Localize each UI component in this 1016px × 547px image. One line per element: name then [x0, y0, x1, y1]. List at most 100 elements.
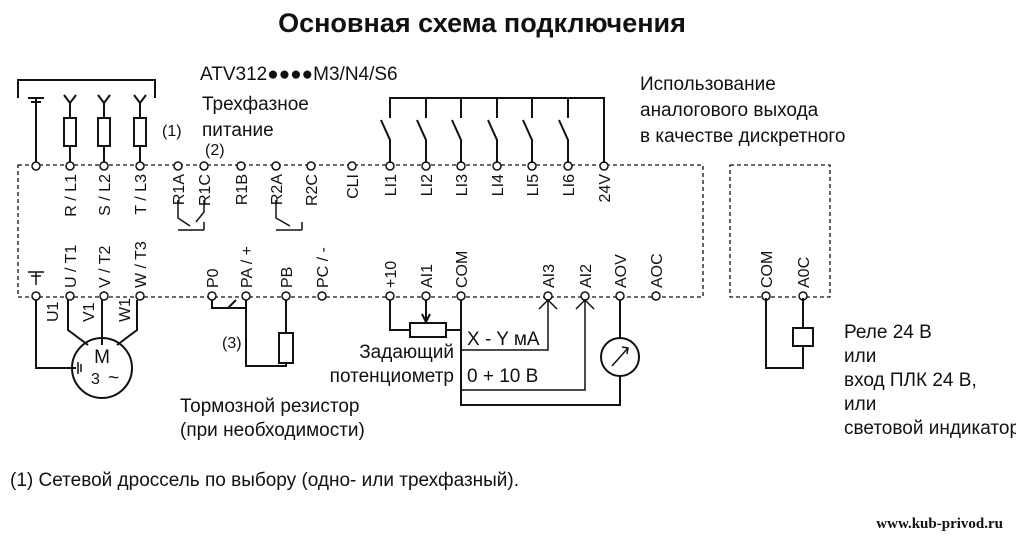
terminal-label-r2a: R2A: [269, 174, 286, 205]
terminal-pb: [281, 291, 291, 301]
terminal-ground-top: [31, 161, 41, 171]
terminal-com: [456, 291, 466, 301]
terminal-label-s-l2: S / L2: [97, 174, 114, 216]
terminal-label-li5: LI5: [525, 174, 542, 196]
terminal-label-ai3: AI3: [541, 264, 558, 288]
terminal-r1c: [199, 161, 209, 171]
terminal-ai2: [580, 291, 590, 301]
motor-phase: 3: [91, 371, 100, 388]
terminal-p0: [207, 291, 217, 301]
logic-input-switches: [380, 97, 605, 163]
potentiometer-line1: Задающий: [359, 342, 454, 363]
meter-icon: [585, 300, 640, 406]
terminal-24v: [599, 161, 609, 171]
terminal-w-t3: [135, 291, 145, 301]
terminal-label-pb: PB: [279, 267, 296, 288]
terminal-label-aov: AOV: [613, 254, 630, 288]
supply-ground-icon: [28, 97, 44, 163]
relay-text-line5: световой индикатор: [844, 418, 1016, 439]
terminal-label-r1a: R1A: [171, 174, 188, 205]
potentiometer-icon: [389, 300, 461, 338]
winding-u1: U1: [45, 301, 62, 322]
terminal-label-p0: P0: [205, 268, 222, 288]
ao-title-line2: аналогового выхода: [640, 100, 819, 121]
ao-title-line3: в качестве дискретного: [640, 126, 846, 147]
terminal-label-u-t1: U / T1: [63, 245, 80, 288]
terminal-label-24v: 24V: [597, 174, 614, 203]
terminal-label-li1: LI1: [383, 174, 400, 196]
terminal-li5: [527, 161, 537, 171]
brake-resistor-line2: (при необходимости): [180, 420, 365, 441]
terminal-li3: [456, 161, 466, 171]
terminal-s-l2: [99, 161, 109, 171]
com-wire: [460, 300, 585, 406]
note-mark-3: (3): [222, 335, 242, 352]
note-mark-2: (2): [205, 142, 225, 159]
supply-label-line1: Трехфазное: [202, 94, 309, 115]
motor-symbol: M: [94, 347, 110, 368]
terminal-label-li4: LI4: [490, 174, 507, 196]
terminal-r2c: [306, 161, 316, 171]
terminal-label-r1b: R1B: [234, 174, 251, 205]
terminal-label-10: +10: [383, 261, 400, 288]
relay-text-line3: вход ПЛК 24 В,: [844, 370, 977, 391]
relay-text-line4: или: [844, 394, 876, 415]
motor-wave: ~: [108, 368, 119, 389]
winding-v1: V1: [81, 302, 98, 322]
note-mark-1: (1): [162, 123, 182, 140]
terminal-label-pa: PA / +: [239, 246, 256, 288]
terminal-label-li2: LI2: [419, 174, 436, 196]
terminal-li4: [492, 161, 502, 171]
terminal-label-cli: CLI: [345, 174, 362, 199]
terminal-label-r1c: R1C: [197, 174, 214, 206]
ai-label-voltage: 0 + 10 В: [467, 366, 538, 387]
terminal-label-v-t2: V / T2: [97, 246, 114, 288]
ai3-wire: [461, 300, 549, 351]
terminal-label-t-l3: T / L3: [133, 174, 150, 215]
terminal-r1a: [173, 161, 183, 171]
terminal-label-li6: LI6: [561, 174, 578, 196]
ext-terminal-label-com: COM: [759, 251, 776, 288]
terminal-pa: [241, 291, 251, 301]
terminal-li1: [385, 161, 395, 171]
terminal-label-ai1: AI1: [419, 264, 436, 288]
relay-text-line1: Реле 24 В: [844, 322, 932, 343]
terminal-r1b: [236, 161, 246, 171]
terminal-ground-bottom: [31, 291, 41, 301]
terminal-label-li3: LI3: [454, 174, 471, 196]
diagram-title: Основная схема подключения: [278, 8, 686, 38]
ext-terminal-label-a0c: A0C: [796, 257, 813, 288]
potentiometer-line2: потенциометр: [330, 366, 454, 387]
ai2-wire: [461, 300, 586, 391]
fuse-l2-icon: [97, 94, 111, 163]
drive-box: [17, 164, 704, 298]
terminal-label-ai2: AI2: [578, 264, 595, 288]
website-link[interactable]: www.kub-privod.ru: [876, 516, 1003, 532]
terminal-r-l1: [65, 161, 75, 171]
brake-resistor-line1: Тормозной резистор: [180, 396, 360, 417]
terminal-label-aoc: AOC: [649, 253, 666, 288]
terminal-aov: [615, 291, 625, 301]
terminal-v-t2: [99, 291, 109, 301]
relay2-contact-icon: [275, 200, 303, 231]
terminal-ai3: [543, 291, 553, 301]
terminal-aoc: [651, 291, 661, 301]
terminal-cli: [347, 161, 357, 171]
supply-label-line2: питание: [202, 120, 274, 141]
supply-bracket: [17, 79, 156, 98]
relay-text-line2: или: [844, 346, 876, 367]
terminal-label-w-t3: W / T3: [133, 241, 150, 288]
relay-coil-icon: [765, 298, 814, 369]
terminal-u-t1: [65, 291, 75, 301]
brake-resistor-icon: [211, 299, 294, 367]
model-label: ATV312●●●●M3/N4/S6: [200, 64, 398, 85]
relay1-contact-icon: [177, 200, 205, 231]
ai2-arrow-icon: [575, 298, 595, 310]
ai-label-current: X - Y мА: [467, 329, 540, 350]
terminal-label-r-l1: R / L1: [63, 174, 80, 217]
motor-icon: [35, 300, 138, 399]
terminal-ai1: [421, 291, 431, 301]
